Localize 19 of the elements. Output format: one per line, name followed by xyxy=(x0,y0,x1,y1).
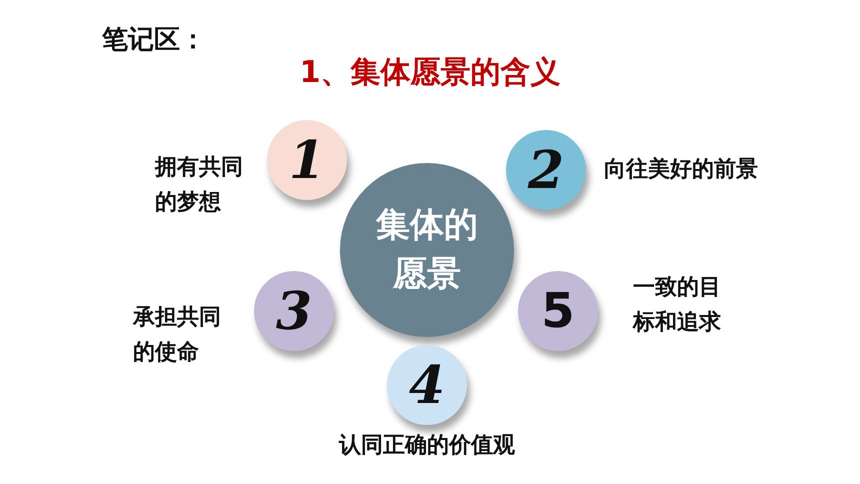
number-circle xyxy=(518,271,598,351)
circle-number: 5 xyxy=(541,283,575,339)
center-circle xyxy=(340,163,514,337)
circle-number: 1 xyxy=(288,130,326,190)
section-heading: 笔记区： xyxy=(102,24,206,57)
circle-number: 2 xyxy=(528,140,564,200)
point-text: 拥有共同的梦想 xyxy=(155,154,244,218)
point-text: 向往美好的前景 xyxy=(604,156,759,184)
point-text: 承担共同的使命 xyxy=(133,304,222,368)
circle-number: 3 xyxy=(276,280,312,342)
circle-number: 4 xyxy=(408,354,446,416)
title: 1、集体愿景的含义 xyxy=(298,54,562,92)
number-circle xyxy=(506,130,586,210)
point-text: 一致的目标和追求 xyxy=(633,274,722,338)
number-circle xyxy=(267,120,347,200)
circle-label: 集体的愿景 xyxy=(374,204,479,296)
number-circle xyxy=(387,345,467,425)
number-circle xyxy=(254,271,334,351)
point-text: 认同正确的价值观 xyxy=(338,432,516,460)
